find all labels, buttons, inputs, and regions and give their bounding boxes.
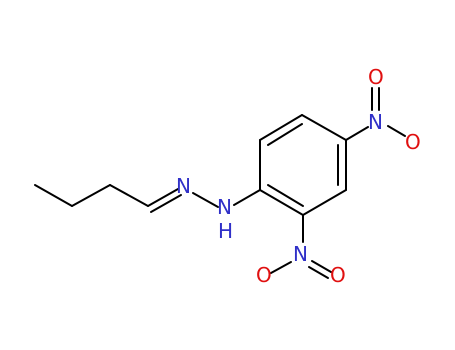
bond-n-o-right [387, 125, 406, 137]
ring-bond-2 [259, 114, 303, 141]
bond-n-o-right-b [308, 266, 329, 279]
atom-h: H [218, 219, 233, 243]
atom-n-nitro-bot: N [293, 242, 308, 266]
bond-n-o-left [270, 261, 292, 274]
bond-ring-no2-top [345, 126, 369, 141]
ring-double-3 [267, 184, 304, 207]
bond-c1-c2 [34, 184, 73, 207]
atom-o-bot-right: O [330, 263, 346, 287]
atom-o-bot-left: O [256, 263, 272, 287]
ring-bond-3 [301, 114, 347, 141]
atom-o-top-up: O [368, 65, 384, 89]
bond-c4-n1-a [147, 188, 179, 207]
bond-c2-c3 [71, 184, 111, 207]
bond-nh-ring [233, 189, 261, 206]
bond-c3-c4 [109, 184, 149, 207]
bond-n1-nh [192, 192, 219, 208]
atom-n-nitro-top: N [368, 110, 383, 134]
bond-n-o-right-a [311, 260, 332, 273]
ring-bond-5 [302, 189, 347, 216]
bond-c4-n1-b [150, 194, 182, 213]
atom-o-top-right: O [405, 130, 421, 154]
ring-double-1 [267, 123, 303, 146]
ring-bond-6 [259, 189, 304, 216]
atom-n-amine: N [217, 195, 232, 219]
atom-n-imine: N [176, 174, 191, 198]
